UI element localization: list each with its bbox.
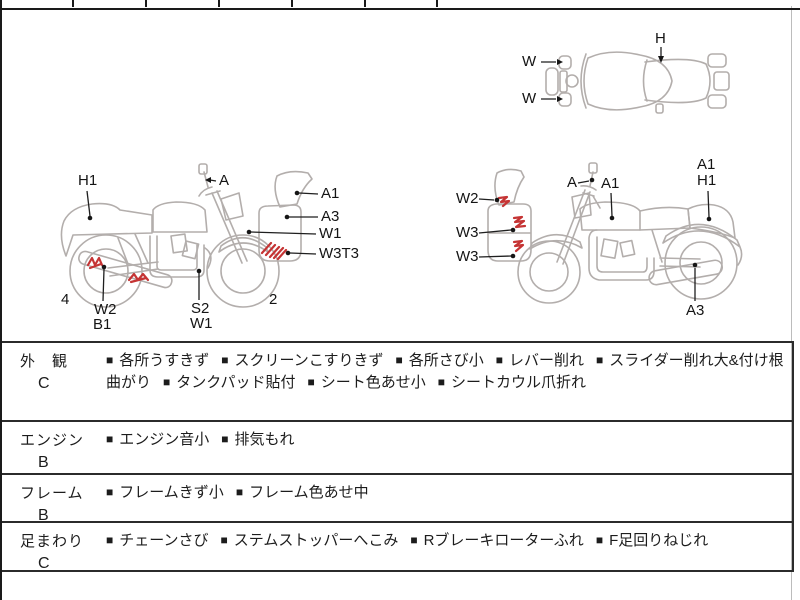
table-row-exterior: 外 観 C ■各所うすきず ■スクリーンこすりきず ■各所さび小 ■レバー削れ■スライ…: [2, 343, 792, 422]
bullet-square-icon: ■: [163, 375, 171, 389]
condition-item: ■各所さび小: [395, 352, 484, 369]
grade-value: C: [38, 555, 50, 572]
bullet-square-icon: ■: [395, 353, 403, 367]
table-row-undercarriage: 足まわり C ■チェーンさび ■ステムストッパーへこみ ■Rブレーキローターふれ ■F…: [2, 523, 792, 572]
condition-item: ■排気もれ: [221, 431, 295, 448]
condition-item: ■フレーム色あせ中: [235, 484, 369, 501]
bullet-square-icon: ■: [220, 533, 228, 547]
label-w3-right-bike-low: W3: [456, 248, 479, 265]
bullet-square-icon: ■: [437, 375, 446, 389]
label-a-left-bike: A: [219, 172, 230, 189]
condition-item: ■チェーンさび: [106, 532, 209, 549]
label-number-4: 4: [61, 291, 70, 308]
condition-items: ■チェーンさび ■ステムストッパーへこみ ■Rブレーキローターふれ ■F足回りねじれ: [102, 523, 792, 570]
condition-items: ■エンジン音小 ■排気もれ: [102, 422, 792, 473]
bullet-square-icon: ■: [221, 353, 229, 367]
label-a1-cowl: A1: [321, 185, 340, 202]
label-a3-cowl: A3: [321, 208, 340, 225]
label-s2-left-bike: S2: [191, 300, 210, 317]
condition-item: ■エンジン音小: [106, 431, 210, 448]
label-a-right-bike: A: [567, 174, 578, 191]
grade-value: B: [38, 507, 49, 524]
damage-marks: [86, 195, 527, 284]
top-view-bike: [545, 51, 730, 114]
condition-item: ■F足回りねじれ: [595, 532, 709, 549]
label-b1-left-bike: B1: [93, 316, 112, 333]
front-cowl-part-left: [258, 170, 313, 262]
label-w1-left-bike: W1: [190, 315, 213, 332]
row-label-engine: エンジン B: [2, 422, 102, 473]
condition-item: ■スライダー削れ大&付け根曲がり: [106, 352, 784, 391]
grade-value: C: [38, 375, 50, 392]
bullet-square-icon: ■: [595, 533, 604, 547]
grade-value: B: [38, 454, 49, 471]
arrowheads-and-dots: [87, 56, 712, 274]
category-name: フレーム: [20, 485, 84, 502]
right-side-bike: [517, 162, 743, 304]
motorcycle-diagram-canvas: [60, 47, 743, 308]
label-h1-left-bike: H1: [78, 172, 98, 189]
row-label-exterior: 外 観 C: [2, 343, 102, 420]
bullet-square-icon: ■: [596, 353, 604, 367]
label-w3-right-bike-mid: W3: [456, 224, 479, 241]
label-w1-cowl: W1: [319, 225, 342, 242]
page-right-border: [791, 6, 792, 600]
condition-item: ■スクリーンこすりきず: [221, 352, 384, 369]
label-a1-right-tank: A1: [601, 175, 620, 192]
condition-items: ■フレームきず小 ■フレーム色あせ中: [102, 475, 792, 521]
label-h1-right-rear: H1: [697, 172, 717, 189]
condition-item: ■レバー削れ: [495, 352, 584, 369]
label-number-2: 2: [269, 291, 278, 308]
condition-item: ■シートカウル爪折れ: [437, 374, 587, 391]
condition-item: ■シート色あせ小: [307, 374, 426, 391]
motorcycle-condition-diagram: W W H H1 A A1 A3 W1 W3T3 4 W2 B1 S2 W1 2…: [0, 8, 800, 341]
front-cowl-part-right: [487, 168, 532, 262]
bullet-square-icon: ■: [235, 485, 244, 499]
category-name: エンジン: [20, 432, 85, 449]
label-w-mirror-upper: W: [522, 53, 537, 70]
row-label-undercarriage: 足まわり C: [2, 523, 102, 572]
category-name: 外 観: [20, 353, 69, 370]
table-row-engine: エンジン B ■エンジン音小 ■排気もれ: [2, 422, 792, 475]
label-w-mirror-lower: W: [522, 90, 537, 107]
condition-item: ■Rブレーキローターふれ: [410, 532, 584, 549]
page-left-border: [0, 0, 2, 600]
leader-lines: [86, 47, 710, 302]
condition-item: ■タンクパッド貼付: [163, 374, 296, 391]
bullet-square-icon: ■: [495, 353, 503, 367]
label-w2-right-bike: W2: [456, 190, 479, 207]
row-label-frame: フレーム B: [2, 475, 102, 524]
bullet-square-icon: ■: [410, 533, 418, 547]
left-side-bike: [60, 163, 280, 308]
table-row-frame: フレーム B ■フレームきず小 ■フレーム色あせ中: [2, 475, 792, 524]
bullet-square-icon: ■: [106, 533, 114, 547]
condition-item: ■フレームきず小: [106, 484, 224, 501]
label-h-seat-top: H: [655, 30, 666, 47]
condition-item: ■各所うすきず: [106, 352, 210, 369]
bullet-square-icon: ■: [106, 353, 114, 367]
label-a3-right-muffler: A3: [686, 302, 705, 319]
label-a1-right-rear: A1: [697, 156, 716, 173]
bullet-square-icon: ■: [106, 485, 114, 499]
condition-items: ■各所うすきず ■スクリーンこすりきず ■各所さび小 ■レバー削れ■スライダー削れ大&…: [102, 343, 792, 420]
bullet-square-icon: ■: [221, 432, 229, 446]
bullet-square-icon: ■: [307, 375, 315, 389]
label-w3t3-cowl: W3T3: [319, 245, 360, 262]
inspection-table: 外 観 C ■各所うすきず ■スクリーンこすりきず ■各所さび小 ■レバー削れ■スライ…: [2, 341, 794, 572]
condition-item: ■ステムストッパーへこみ: [220, 532, 399, 549]
category-name: 足まわり: [20, 533, 85, 550]
cutoff-header-row: [0, 0, 800, 10]
bullet-square-icon: ■: [106, 432, 114, 446]
label-w2-left-bike: W2: [94, 301, 117, 318]
